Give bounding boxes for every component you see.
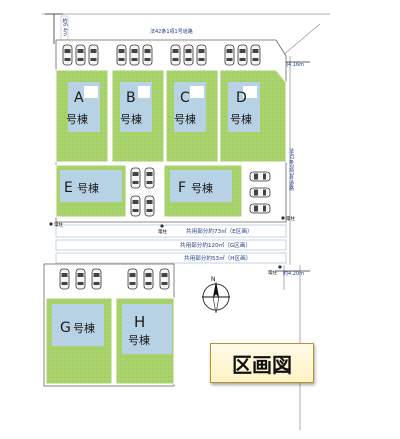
road-north-label: 法42条1項1号道路 xyxy=(150,28,193,35)
lot-b-suffix: 号棟 xyxy=(120,112,142,126)
lot-d-parking xyxy=(224,44,261,66)
pole-label-3: 電柱 xyxy=(286,215,295,222)
road-east-width-label: 約4.20m xyxy=(283,270,304,277)
lot-f: F 号棟 xyxy=(163,164,243,218)
lot-f-parking xyxy=(249,171,271,214)
road-east-label: 法42条1項1号道路 xyxy=(288,147,294,192)
lot-a-suffix: 号棟 xyxy=(66,112,88,126)
shared-area-e-label: 共用部分約73㎡（E区画） xyxy=(186,227,253,235)
lot-b-parking xyxy=(116,44,153,66)
lot-b: B 号棟 xyxy=(111,69,165,163)
lot-c-letter: C xyxy=(180,90,190,106)
pole-label-2: 電柱 xyxy=(158,228,167,235)
lot-c-parking xyxy=(170,44,207,66)
pole-label-1: 電柱 xyxy=(54,221,63,228)
utility-pole-1 xyxy=(49,222,53,226)
lot-g-parking xyxy=(59,268,102,290)
lot-a: A 号棟 xyxy=(55,69,109,163)
legend-title: 区画図 xyxy=(232,352,292,377)
lot-a-letter: A xyxy=(74,90,84,106)
compass-north-label: N xyxy=(211,276,216,283)
lot-d-letter: D xyxy=(236,90,247,106)
pole-label-4: 電柱 xyxy=(268,269,277,276)
shared-area-g-label: 共用部分約120㎡（G区画） xyxy=(180,241,251,249)
lot-g-suffix: 号棟 xyxy=(73,321,95,335)
utility-pole-3 xyxy=(281,216,285,220)
legend-box: 区画図 xyxy=(210,343,314,383)
lot-f-letter: F xyxy=(178,180,186,196)
lot-e-suffix: 号棟 xyxy=(77,181,99,195)
shared-area-bands xyxy=(55,224,287,264)
lot-c-suffix: 号棟 xyxy=(174,112,196,126)
lot-g: G 号棟 xyxy=(45,297,113,385)
lot-e: E 号棟 xyxy=(55,164,127,218)
lot-a-parking xyxy=(62,44,99,66)
lot-h: H 号棟 xyxy=(115,297,175,385)
utility-pole-4 xyxy=(278,265,282,269)
lot-f-suffix: 号棟 xyxy=(191,181,213,195)
compass-icon xyxy=(202,281,230,314)
lot-b-letter: B xyxy=(126,90,136,106)
lot-c: C 号棟 xyxy=(165,69,219,163)
lot-e-letter: E xyxy=(64,180,73,196)
lot-d-suffix: 号棟 xyxy=(230,112,252,126)
lot-h-letter: H xyxy=(134,313,145,331)
lot-h-suffix: 号棟 xyxy=(128,333,150,347)
lot-h-parking xyxy=(127,268,170,290)
road-lines xyxy=(42,13,330,430)
road-north-width-label: 約4.16m xyxy=(283,61,304,68)
utility-pole-2 xyxy=(160,224,164,228)
road-west-width-label: 約6.4m xyxy=(62,17,68,36)
shared-area-h-label: 共用部分約53㎡（H区画） xyxy=(184,254,251,262)
lot-d: D 号棟 xyxy=(219,69,287,163)
lot-g-letter: G xyxy=(60,320,71,336)
